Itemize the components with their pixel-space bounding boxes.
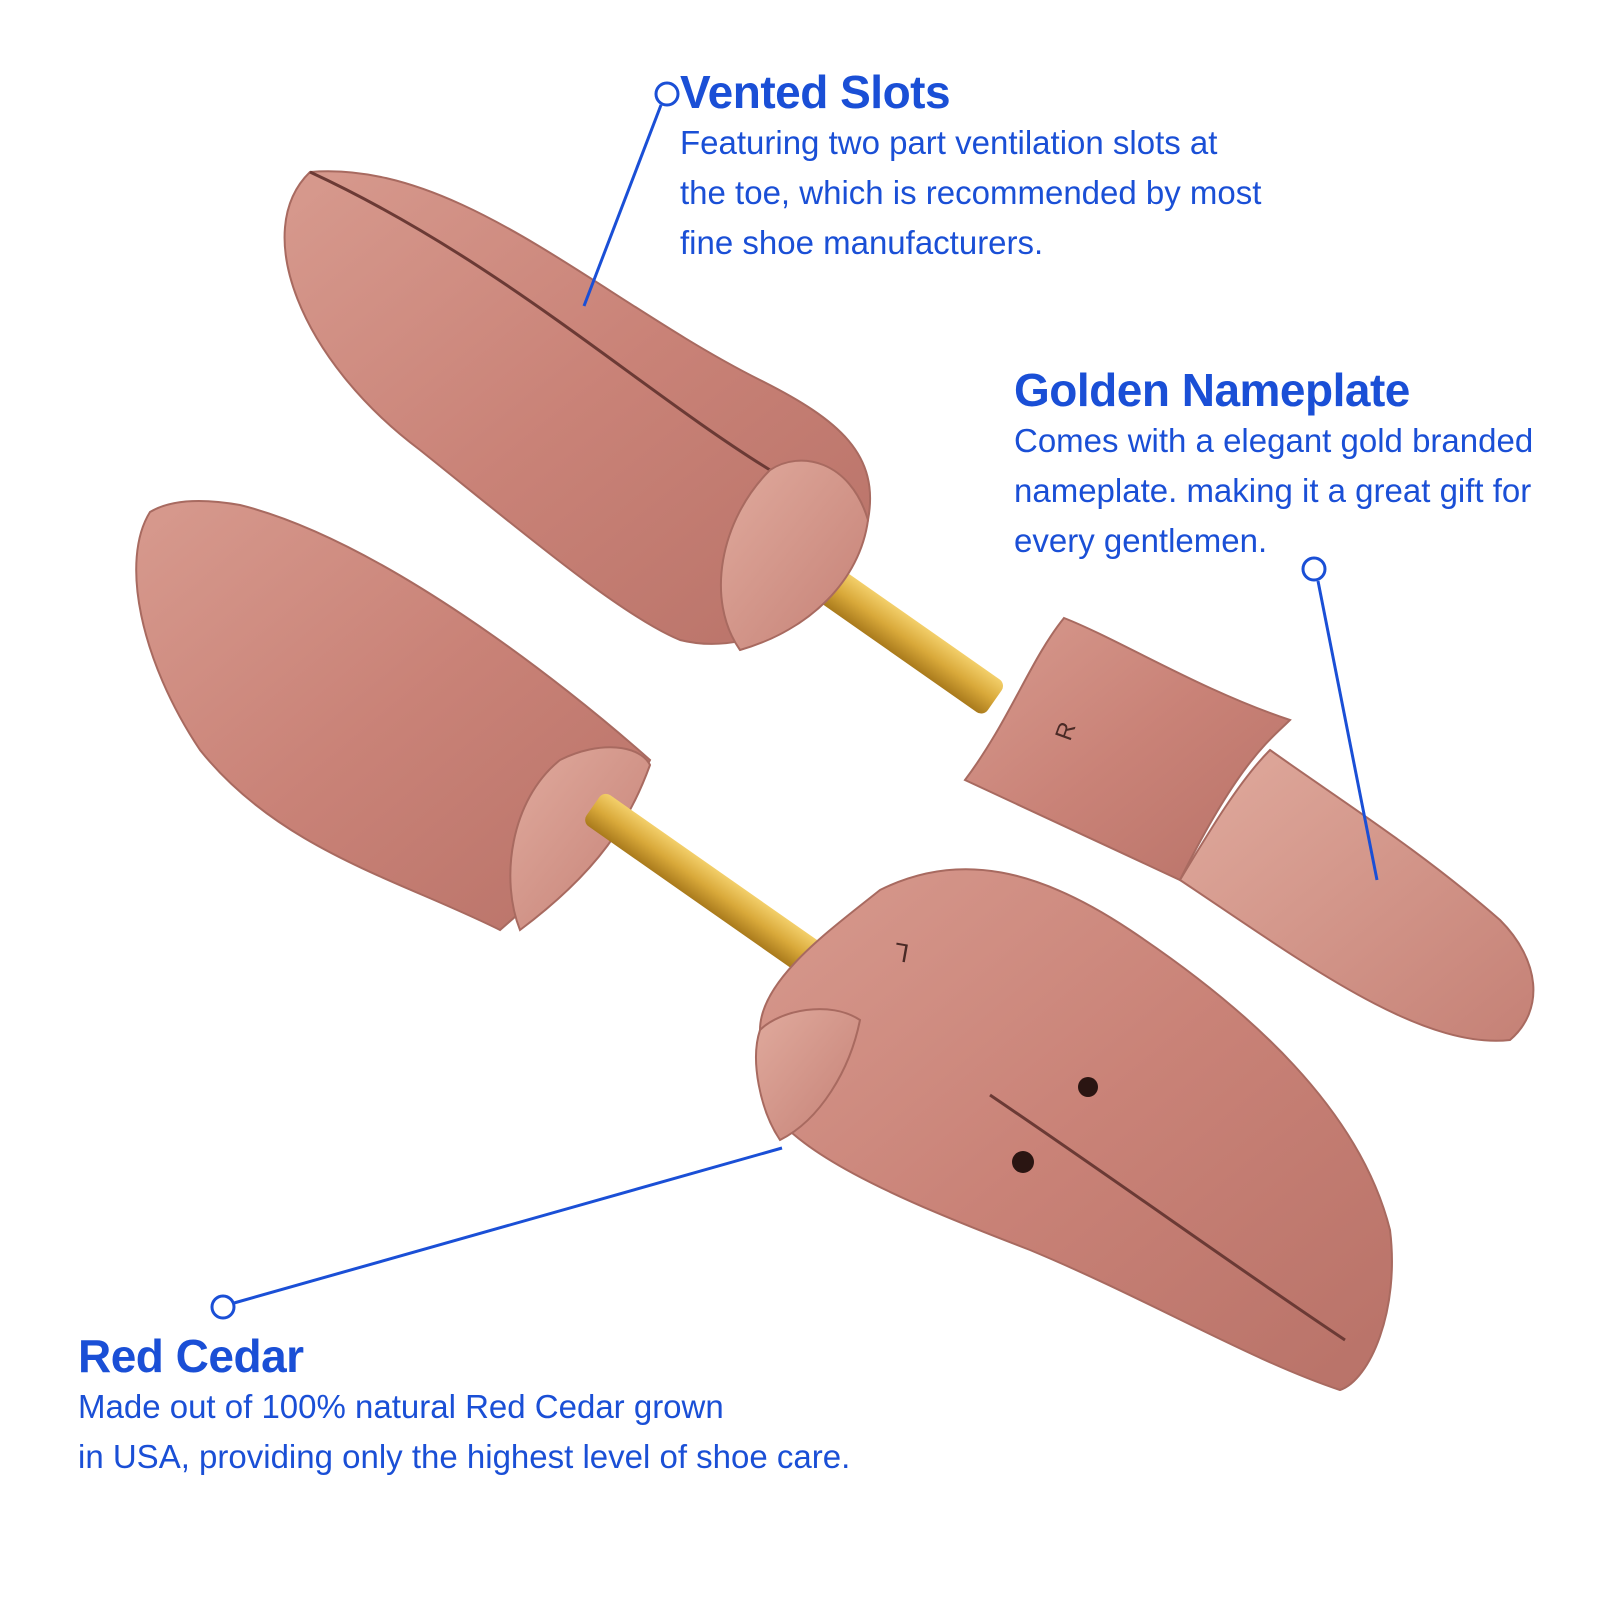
right-heel-tail [1178,748,1535,1042]
left-toe-face [755,1008,862,1142]
golden-nameplate-title: Golden Nameplate [1014,364,1410,416]
right-toe-slot [309,170,771,472]
vented-slots-title: Vented Slots [680,66,951,118]
vented-slots-line: Featuring two part ventilation slots at [680,124,1218,161]
left-toe-mark: L [892,937,911,969]
golden-nameplate-callout: Golden Nameplate Comes with a elegant go… [1014,364,1594,566]
golden-nameplate-leader-dot [1301,556,1327,582]
golden-nameplate-line: nameplate. making it a great gift for [1014,472,1532,509]
callout-leaders [210,81,1379,1320]
red-cedar-leader-dot [210,1294,236,1320]
golden-nameplate-line: Comes with a elegant gold branded [1014,422,1534,459]
left-heel-face [509,746,652,932]
left-toe-vent-hole [1012,1151,1034,1173]
golden-nameplate-line: every gentlemen. [1014,522,1268,559]
red-cedar-title: Red Cedar [78,1330,304,1382]
right-toe-face [720,459,870,652]
left-toe-slot [989,1093,1346,1342]
left-shoe-tree: L [135,499,1393,1392]
vented-slots-line: fine shoe manufacturers. [680,224,1044,261]
right-heel-block [963,616,1292,882]
left-toe-vent-hole [1078,1077,1098,1097]
left-toe-block [759,868,1393,1392]
vented-slots-callout: Vented Slots Featuring two part ventilat… [680,66,1380,268]
red-cedar-callout: Red Cedar Made out of 100% natural Red C… [78,1330,958,1482]
red-cedar-line: Made out of 100% natural Red Cedar grown [78,1388,724,1425]
red-cedar-leader-line [233,1146,783,1305]
vented-slots-leader-dot [654,81,680,107]
red-cedar-line: in USA, providing only the highest level… [78,1438,851,1475]
golden-nameplate-leader-line [1316,580,1379,881]
vented-slots-leader-line [582,104,663,307]
vented-slots-line: the toe, which is recommended by most [680,174,1262,211]
left-brass-rod [585,793,847,991]
right-shoe-tree: R [283,170,1535,1042]
